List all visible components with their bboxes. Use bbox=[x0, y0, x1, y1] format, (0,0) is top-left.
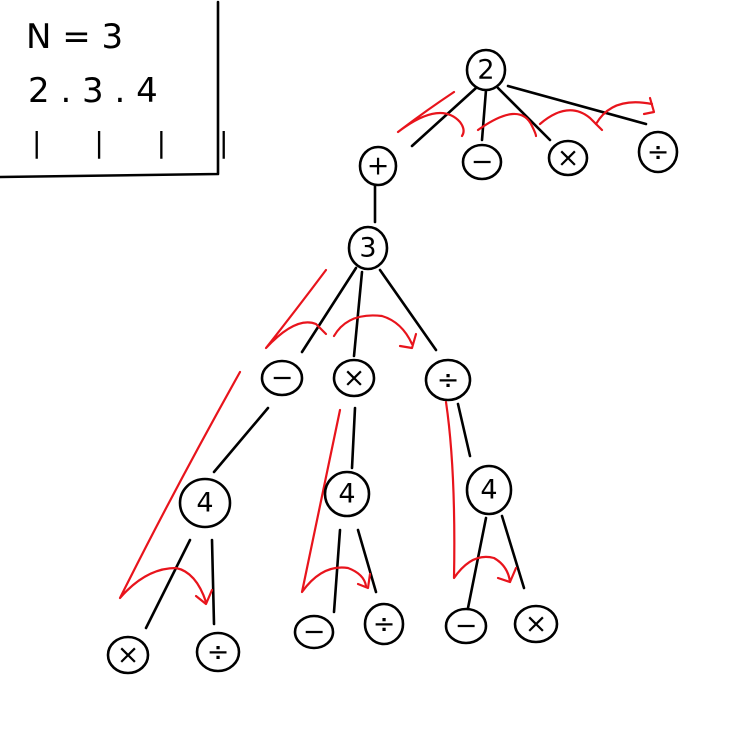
trace-right-arrowhead bbox=[496, 566, 518, 584]
node-three-label: 3 bbox=[359, 233, 376, 264]
trace-mid-1 bbox=[264, 268, 328, 350]
trace-top-1 bbox=[396, 90, 465, 138]
edge-root-plus bbox=[410, 86, 478, 148]
node-four-right-label: 4 bbox=[480, 475, 497, 506]
edge-root-times bbox=[496, 86, 552, 142]
node-minus-mid: − bbox=[260, 359, 304, 397]
tree-nodes: 2 + − × ÷ 3 − × bbox=[106, 48, 679, 675]
info-box: N = 3 2 . 3 . 4 | | | | bbox=[0, 0, 250, 179]
node-leaf-times-right-label: × bbox=[525, 609, 548, 640]
node-four-left-label: 4 bbox=[196, 488, 213, 519]
node-four-left: 4 bbox=[178, 477, 232, 529]
edge-right-four-times bbox=[500, 514, 526, 590]
node-four-mid: 4 bbox=[323, 470, 371, 518]
node-plus: + bbox=[358, 145, 398, 187]
trace-mid-branch bbox=[300, 408, 368, 594]
node-times-mid: × bbox=[332, 358, 376, 398]
node-root-label: 2 bbox=[477, 55, 494, 86]
edge-left-four-times bbox=[144, 538, 192, 630]
trace-left-arrowhead bbox=[194, 588, 214, 606]
trace-top-4 bbox=[594, 101, 654, 126]
note-line-numbers: 2 . 3 . 4 bbox=[28, 71, 158, 111]
edge-mid-four-divide bbox=[356, 528, 378, 594]
node-minus-top-label: − bbox=[471, 147, 494, 178]
node-four-mid-label: 4 bbox=[338, 479, 355, 510]
node-leaf-divide-left: ÷ bbox=[195, 631, 241, 673]
edge-three-minus bbox=[300, 266, 358, 354]
trace-top-2 bbox=[476, 112, 538, 138]
node-leaf-divide-mid-label: ÷ bbox=[373, 609, 396, 640]
node-root: 2 bbox=[465, 48, 507, 92]
node-minus-top: − bbox=[461, 143, 503, 181]
trace-right-branch bbox=[444, 400, 512, 584]
node-leaf-times-right: × bbox=[513, 604, 559, 644]
edge-mid-four-minus bbox=[332, 528, 342, 614]
node-divide-mid: ÷ bbox=[424, 358, 472, 402]
edge-right-four-minus bbox=[466, 516, 488, 610]
note-line-n: N = 3 bbox=[26, 17, 123, 57]
edge-minus-four bbox=[212, 406, 270, 474]
node-leaf-times-left: × bbox=[106, 635, 150, 675]
node-three: 3 bbox=[347, 225, 389, 271]
node-divide-top-label: ÷ bbox=[647, 137, 670, 168]
edge-left-four-divide bbox=[210, 538, 216, 626]
trace-top-arrowhead bbox=[642, 96, 656, 116]
node-leaf-times-left-label: × bbox=[117, 640, 140, 671]
node-times-top: × bbox=[547, 139, 589, 177]
node-times-mid-label: × bbox=[343, 363, 366, 394]
node-leaf-minus-mid-label: − bbox=[303, 617, 326, 648]
note-line-tally: | | | | bbox=[32, 126, 250, 159]
trace-top-3 bbox=[538, 109, 604, 132]
edge-root-divide bbox=[506, 84, 648, 126]
node-divide-mid-label: ÷ bbox=[437, 365, 460, 396]
info-box-border bbox=[0, 0, 220, 179]
tree-edges bbox=[144, 84, 648, 630]
edge-divide-four bbox=[456, 402, 472, 458]
edge-root-minus bbox=[480, 88, 488, 142]
node-leaf-divide-left-label: ÷ bbox=[207, 637, 230, 668]
edge-three-divide bbox=[378, 268, 438, 352]
trace-mid-arrowhead bbox=[398, 332, 418, 350]
node-divide-top: ÷ bbox=[637, 130, 679, 174]
node-times-top-label: × bbox=[557, 143, 580, 174]
trace-mid-branch-arrowhead bbox=[356, 572, 372, 590]
node-leaf-divide-mid: ÷ bbox=[363, 602, 405, 646]
trace-mid-2 bbox=[332, 314, 414, 346]
node-four-right: 4 bbox=[465, 464, 513, 516]
trace-left-branch bbox=[118, 370, 242, 604]
traversal-arrows bbox=[118, 90, 656, 606]
edge-times-four bbox=[350, 406, 357, 470]
node-plus-label: + bbox=[367, 151, 390, 182]
node-minus-mid-label: − bbox=[271, 363, 294, 394]
node-leaf-minus-right-label: − bbox=[455, 611, 478, 642]
edge-three-times bbox=[352, 270, 364, 358]
node-leaf-minus-right: − bbox=[444, 607, 488, 645]
node-leaf-minus-mid: − bbox=[293, 614, 335, 650]
